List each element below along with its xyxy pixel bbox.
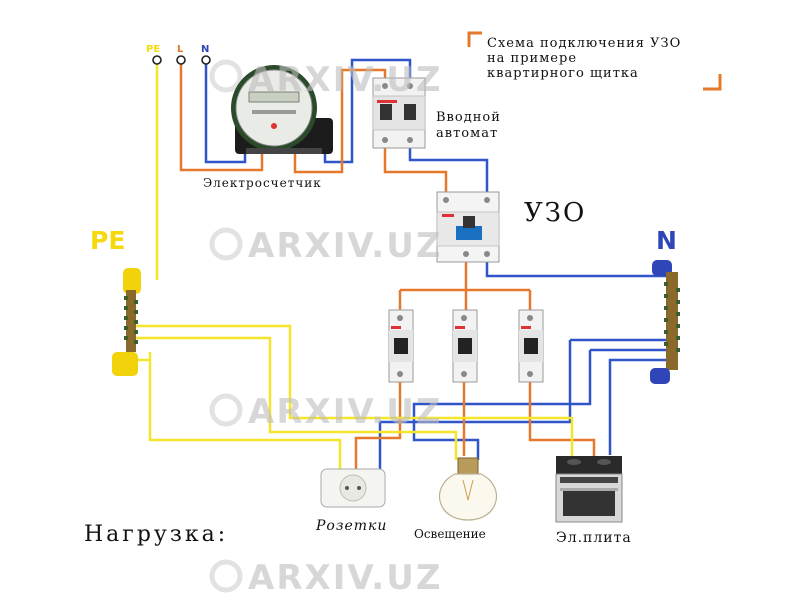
neutral-wires: [204, 58, 668, 470]
light-bulb: [438, 457, 498, 521]
input-breaker-label: Вводной автомат: [436, 110, 501, 142]
title-line: на примере: [487, 51, 578, 66]
input-breaker: [372, 77, 426, 149]
n-bus-label: N: [656, 226, 677, 255]
rcd-device: [436, 191, 500, 263]
watermark-text: ARXIV.UZ: [248, 558, 443, 598]
diagram-title: Схема подключения УЗО на примере квартир…: [487, 36, 681, 81]
meter-label: Электросчетчик: [203, 176, 322, 190]
pe-bus-label: PE: [90, 226, 126, 255]
title-corner-accents: [467, 31, 722, 91]
terminal-label-n: N: [201, 44, 210, 55]
branch-breaker-1: [388, 309, 414, 383]
input-breaker-label-line: автомат: [436, 126, 499, 141]
terminal-label-pe: PE: [146, 44, 161, 55]
input-breaker-label-line: Вводной: [436, 110, 501, 125]
watermark-text: ARXIV.UZ: [248, 226, 443, 266]
branch-breaker-2: [452, 309, 478, 383]
rcd-label: УЗО: [524, 198, 587, 228]
title-line: Схема подключения УЗО: [487, 36, 682, 51]
protective-earth-wires: [120, 62, 574, 470]
supply-terminals: [152, 55, 211, 65]
socket-outlet: [320, 468, 386, 508]
terminal-label-l: L: [177, 44, 184, 55]
load-heading: Нагрузка:: [84, 522, 229, 547]
load-label-stove: Эл.плита: [556, 530, 632, 546]
electricity-meter: [231, 65, 333, 154]
phase-wires: [179, 62, 596, 470]
load-label-sockets: Розетки: [316, 518, 388, 534]
load-label-lighting: Освещение: [414, 527, 486, 541]
watermark-rings: [209, 59, 243, 593]
branch-breaker-3: [518, 309, 544, 383]
watermark-text: ARXIV.UZ: [248, 60, 443, 100]
electric-stove: [555, 456, 623, 523]
n-bus-bar: [650, 260, 680, 384]
watermark-text: ARXIV.UZ: [248, 392, 443, 432]
title-line: квартирного щитка: [487, 66, 639, 81]
pe-bus-bar: [112, 268, 141, 376]
